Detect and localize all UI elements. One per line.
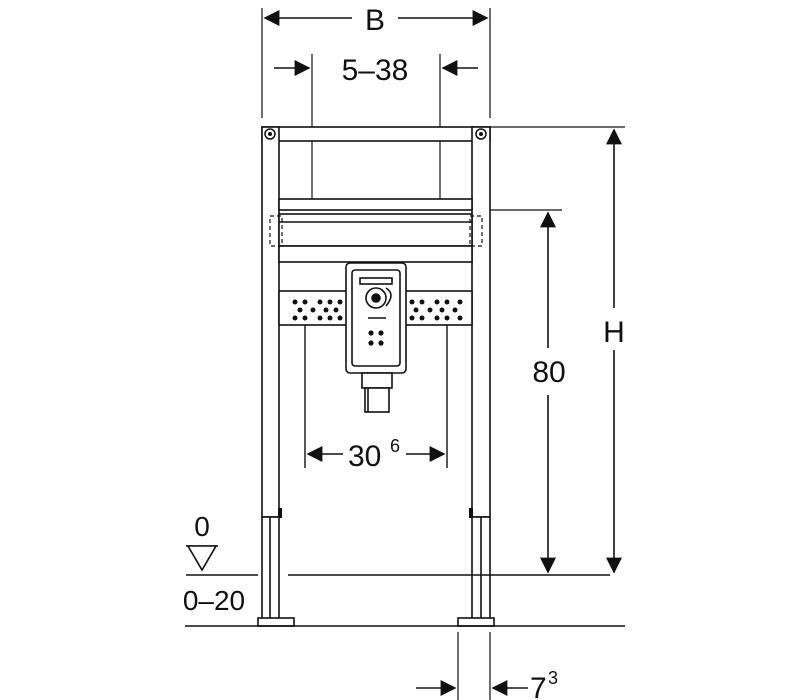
floor-lines <box>185 574 625 627</box>
label-80: 80 <box>532 356 565 389</box>
frame-legs <box>257 516 495 627</box>
dimension-width-b <box>261 8 491 118</box>
label-foot: 7 <box>530 672 547 700</box>
dimension-foot <box>416 632 528 700</box>
label-floor-zero: 0 <box>194 511 210 542</box>
level-triangle-icon <box>186 545 258 576</box>
connection-lines <box>304 325 448 468</box>
label-width-b: B <box>365 4 385 37</box>
label-30: 30 <box>348 440 381 473</box>
drain-module <box>345 262 407 413</box>
frame-bolts <box>264 128 487 140</box>
mounting-holes-left <box>292 299 343 321</box>
dimension-height-h <box>490 126 625 574</box>
dimension-80 <box>490 209 562 574</box>
label-foot-superscript: 3 <box>548 668 558 688</box>
label-height-h: H <box>603 316 625 349</box>
mounting-holes-right <box>409 299 463 321</box>
label-floor-range: 0–20 <box>183 585 245 616</box>
label-30-superscript: 6 <box>390 436 400 456</box>
label-connection-range: 5–38 <box>342 54 409 87</box>
leg-clips <box>278 508 473 518</box>
